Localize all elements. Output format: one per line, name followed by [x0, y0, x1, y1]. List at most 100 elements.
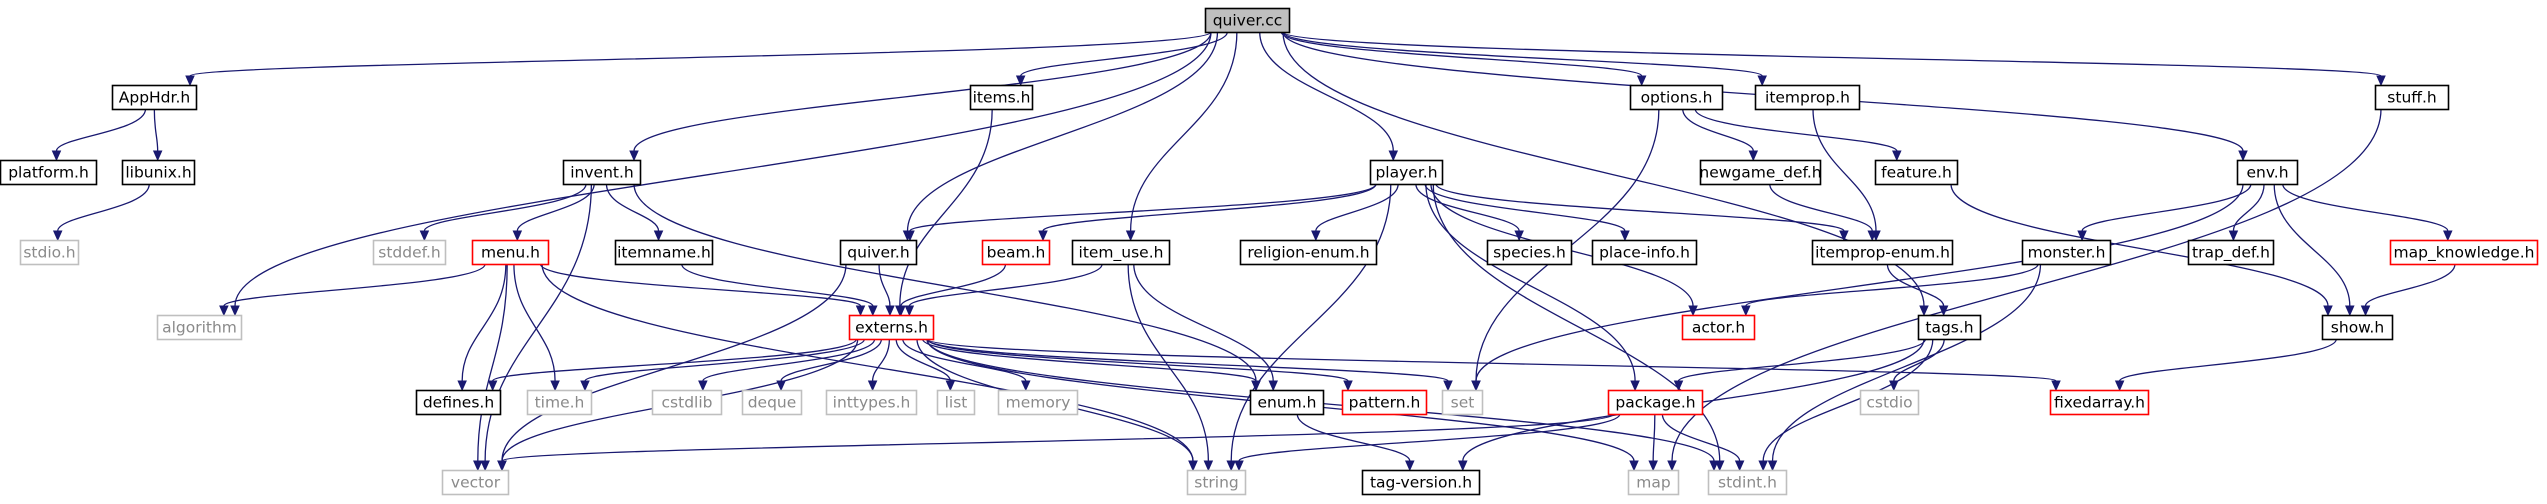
node-label: fixedarray.h — [2054, 394, 2145, 412]
node-box — [19, 239, 80, 266]
node-inttypes-h[interactable]: inttypes.h — [825, 389, 918, 416]
node-label: externs.h — [855, 319, 928, 337]
arrowhead — [1767, 460, 1778, 472]
node-tags-h[interactable]: tags.h — [1917, 314, 1982, 341]
node-defines-h[interactable]: defines.h — [415, 389, 502, 416]
node-label: stddef.h — [378, 244, 440, 262]
arrowhead — [1311, 230, 1321, 242]
node-box — [1239, 239, 1378, 266]
arrowhead — [629, 150, 639, 162]
node-options-h[interactable]: options.h — [1629, 84, 1724, 111]
arrowhead — [1251, 380, 1261, 392]
edge-line — [189, 31, 1212, 77]
arrowhead — [1757, 75, 1767, 87]
node-stuff-h[interactable]: stuff.h — [2374, 84, 2450, 111]
edge-externs_h-to-list — [895, 338, 956, 392]
arrowhead — [580, 380, 590, 392]
edge-line — [2273, 183, 2351, 307]
node-stdio-h[interactable]: stdio.h — [19, 239, 80, 266]
node-box — [2321, 314, 2394, 341]
node-enum-h[interactable]: enum.h — [1249, 389, 1325, 416]
node-itemprop-h[interactable]: itemprop.h — [1754, 84, 1861, 111]
edge-line — [1694, 108, 1898, 152]
node-list[interactable]: list — [936, 389, 976, 416]
node-label: trap_def.h — [2192, 244, 2270, 263]
node-algorithm[interactable]: algorithm — [156, 314, 243, 341]
node-species-h[interactable]: species.h — [1486, 239, 1573, 266]
node-memory[interactable]: memory — [997, 389, 1079, 416]
node-env-h[interactable]: env.h — [2236, 159, 2299, 186]
node-box — [111, 84, 198, 111]
arrowhead — [2051, 380, 2061, 392]
arrowhead — [2077, 230, 2087, 242]
arrowhead — [185, 75, 195, 87]
edge-line — [1230, 183, 1392, 462]
node-package-h[interactable]: package.h — [1607, 389, 1704, 416]
edge-env_h-to-map_knowledge_h — [2282, 183, 2453, 242]
edge-quiver_cc-to-apphdr_h — [185, 31, 1212, 87]
edge-line — [633, 183, 1257, 382]
node-itemname-h[interactable]: itemname.h — [614, 239, 714, 266]
node-tag-version-h[interactable]: tag-version.h — [1361, 469, 1481, 496]
arrowhead — [1889, 380, 1899, 392]
node-deque[interactable]: deque — [741, 389, 803, 416]
node-time-h[interactable]: time.h — [526, 389, 593, 416]
node-set[interactable]: set — [1441, 389, 1484, 416]
node-vector[interactable]: vector — [441, 469, 510, 496]
edge-externs_h-to-fixedarray_h — [926, 338, 2061, 392]
node-trap-def-h[interactable]: trap_def.h — [2187, 239, 2275, 266]
node-items-h[interactable]: items.h — [969, 84, 1034, 111]
node-box — [2374, 84, 2450, 111]
node-label: algorithm — [162, 319, 237, 337]
edge-line — [1315, 183, 1399, 232]
edge-externs_h-to-pattern_h — [926, 338, 1353, 392]
node-item-use-h[interactable]: item_use.h — [1071, 239, 1171, 266]
node-label: cstdlib — [662, 394, 713, 412]
node-place-info-h[interactable]: place-info.h — [1591, 239, 1698, 266]
edge-line — [1282, 31, 1763, 77]
node-map[interactable]: map — [1627, 469, 1680, 496]
node-quiver-h[interactable]: quiver.h — [839, 239, 918, 266]
node-apphdr-h[interactable]: AppHdr.h — [111, 84, 198, 111]
node-box — [1681, 314, 1756, 341]
node-label: itemprop-enum.h — [1815, 244, 1950, 262]
node-platform-h[interactable]: platform.h — [0, 159, 98, 186]
node-invent-h[interactable]: invent.h — [562, 159, 642, 186]
arrowhead — [2238, 150, 2248, 162]
node-pattern-h[interactable]: pattern.h — [1341, 389, 1428, 416]
node-box — [1874, 159, 1959, 186]
node-show-h[interactable]: show.h — [2321, 314, 2394, 341]
node-box — [1249, 389, 1325, 416]
node-cstdio[interactable]: cstdio — [1859, 389, 1920, 416]
node-map-knowledge-h[interactable]: map_knowledge.h — [2389, 239, 2539, 266]
node-box — [1204, 7, 1291, 34]
node-libunix-h[interactable]: libunix.h — [121, 159, 196, 186]
node-monster-h[interactable]: monster.h — [2021, 239, 2112, 266]
arrowhead — [1734, 460, 1745, 472]
node-label: place-info.h — [1599, 244, 1690, 262]
node-stddef-h[interactable]: stddef.h — [372, 239, 447, 266]
node-externs-h[interactable]: externs.h — [848, 314, 935, 341]
node-menu-h[interactable]: menu.h — [471, 239, 550, 266]
node-player-h[interactable]: player.h — [1369, 159, 1444, 186]
node-stdint-h[interactable]: stdint.h — [1707, 469, 1788, 496]
node-quiver-cc[interactable]: quiver.cc — [1204, 7, 1291, 34]
edge-externs_h-to-memory — [902, 338, 1031, 392]
edge-package_h-to-string — [1234, 413, 1621, 472]
node-string[interactable]: string — [1186, 469, 1247, 496]
node-fixedarray-h[interactable]: fixedarray.h — [2049, 389, 2150, 416]
edge-line — [234, 31, 1212, 307]
edge-itemname_h-to-externs_h — [681, 263, 878, 317]
arrowhead — [51, 150, 62, 162]
node-religion-enum-h[interactable]: religion-enum.h — [1239, 239, 1378, 266]
node-actor-h[interactable]: actor.h — [1681, 314, 1756, 341]
node-feature-h[interactable]: feature.h — [1874, 159, 1959, 186]
node-label: invent.h — [570, 164, 634, 182]
node-label: stdint.h — [1718, 474, 1777, 492]
edge-quiver_cc-to-stuff_h — [1282, 31, 2386, 87]
node-cstdlib[interactable]: cstdlib — [651, 389, 723, 416]
edge-line — [1475, 183, 2244, 382]
node-newgame-def-h[interactable]: newgame_def.h — [1699, 159, 1822, 186]
node-itemprop-enum-h[interactable]: itemprop-enum.h — [1811, 239, 1954, 266]
node-beam-h[interactable]: beam.h — [981, 239, 1051, 266]
